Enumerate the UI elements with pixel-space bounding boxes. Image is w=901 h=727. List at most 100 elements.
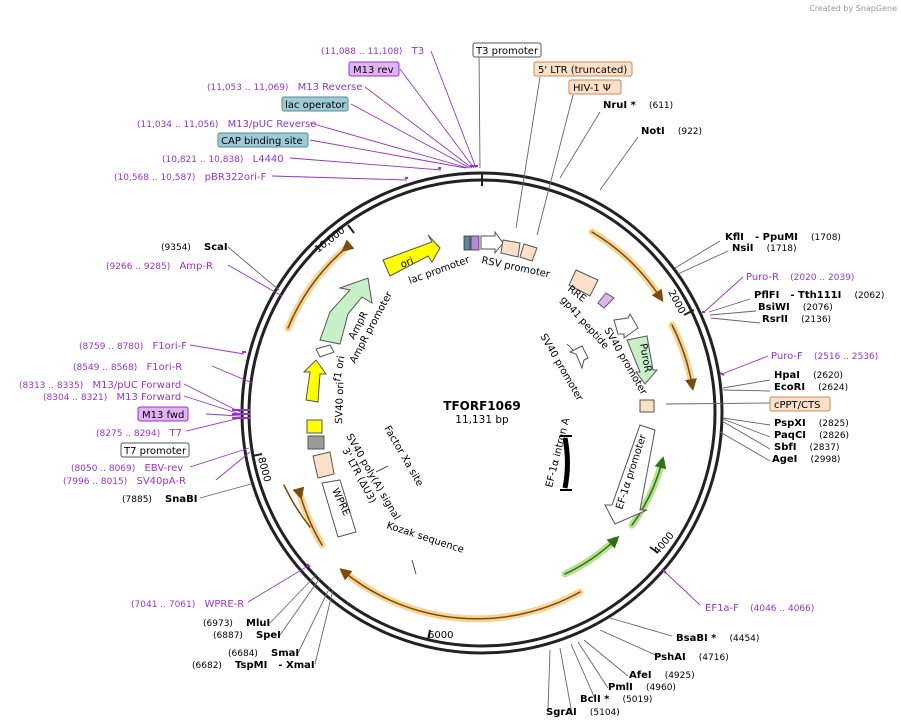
enzyme-scai-pos: (9354) (161, 243, 191, 253)
primer-wpre-r-range: (7041 .. 7061) (131, 600, 195, 610)
m13rev-text: M13 rev (353, 65, 394, 76)
enzyme-nrui-name: NruI * (603, 100, 637, 111)
enzyme-sgrai[interactable]: SgrAI (5104) (546, 700, 620, 719)
f1ori-label: f1 ori (332, 355, 347, 383)
ef1a-intron-arc (562, 437, 570, 489)
t7-promoter-box[interactable] (120, 442, 190, 458)
enzyme-smai[interactable]: (6684) SmaI (228, 641, 299, 660)
enzyme-kfli-name: KflI (725, 232, 744, 243)
primer-f1ori-r[interactable]: (8549 .. 8568) F1ori-R (73, 362, 182, 373)
primer-l4440[interactable]: (10,821 .. 10,838) L4440 (162, 154, 284, 165)
ampr-promoter-arrow (315, 344, 335, 358)
tick-6000 (427, 629, 431, 641)
primer-f1ori-r-range: (8549 .. 8568) (73, 363, 137, 373)
boxed-labels: T3 promoter 5' LTR (truncated) HIV-1 Ψ M… (120, 42, 831, 458)
gp41-box (597, 292, 615, 309)
enzyme-nrui[interactable]: NruI * (611) (603, 93, 673, 112)
enzyme-hpai-pos: (2620) (813, 371, 843, 381)
enzyme-sgrai-pos: (5104) (590, 708, 620, 718)
lac-promoter-arrow (480, 230, 504, 255)
enzyme-paqci[interactable]: PaqCI (2826) (774, 423, 849, 442)
leader-lines-purple (183, 50, 769, 606)
primer-m13reverse-name: M13 Reverse (298, 82, 363, 93)
cppt-label-box[interactable] (769, 396, 831, 412)
primer-m13forward[interactable]: (8304 .. 8321) M13 Forward (43, 392, 181, 403)
enzyme-kfli-extra: - PpuMI (755, 232, 798, 243)
enzyme-spei[interactable]: (6887) SpeI (213, 623, 281, 642)
enzyme-pshai[interactable]: PshAI (4716) (654, 645, 729, 664)
enzyme-bcli[interactable]: BclI * (5019) (580, 687, 652, 706)
enzyme-nsii[interactable]: NsiI (1718) (732, 236, 797, 255)
tick-2000 (683, 309, 695, 316)
plasmid-size: 11,131 bp (455, 414, 509, 426)
enzyme-pmli[interactable]: PmlI (4960) (608, 675, 676, 694)
enzyme-snabi-name: SnaBI (165, 494, 197, 505)
lac-operator-label-box[interactable] (281, 96, 349, 112)
primer-t3[interactable]: (11,088 .. 11,108) T3 (321, 46, 424, 57)
primer-m13puc-rev[interactable]: (11,034 .. 11,056) M13/pUC Reverse (137, 119, 316, 130)
enzyme-pshai-name: PshAI (654, 652, 686, 663)
enzyme-ecori-pos: (2624) (818, 383, 848, 393)
primer-wpre-r[interactable]: (7041 .. 7061) WPRE-R (131, 599, 244, 610)
primer-wpre-r-name: WPRE-R (204, 599, 244, 610)
sv40-promoter-arrow (613, 312, 639, 339)
primer-sv40pa[interactable]: (7996 .. 8015) SV40pA-R (63, 476, 186, 487)
ltr5-box[interactable] (533, 61, 633, 77)
lac-operator-text: lac operator (285, 100, 346, 111)
wpre-box (321, 479, 357, 538)
m13fwd-box[interactable] (137, 406, 189, 422)
enzyme-hpai[interactable]: HpaI (2620) (774, 363, 843, 382)
enzyme-nrui-pos: (611) (649, 101, 673, 111)
primer-l4440-range: (10,821 .. 10,838) (162, 155, 243, 165)
primer-pbr322[interactable]: (10,568 .. 10,587) pBR322ori-F (114, 172, 267, 183)
enzyme-rsrii-name: RsrII (762, 314, 788, 325)
enzyme-tspmi[interactable]: (6682) TspMI - XmaI (192, 653, 315, 672)
primer-puro-f[interactable]: Puro-F (2516 .. 2536) (771, 351, 878, 362)
enzyme-snabi[interactable]: (7885) SnaBI (122, 487, 197, 506)
f1ori-arrow (302, 359, 327, 403)
enzyme-spei-name: SpeI (256, 630, 281, 641)
enzyme-pflfi[interactable]: PflFI - Tth111I (2062) (754, 283, 884, 302)
primer-m13reverse[interactable]: (11,053 .. 11,069) M13 Reverse (207, 82, 362, 93)
primer-pbr322-range: (10,568 .. 10,587) (114, 173, 195, 183)
enzyme-mlui[interactable]: (6973) MluI (203, 611, 270, 630)
t7-promoter-text: T7 promoter (123, 446, 187, 457)
primer-t7[interactable]: (8275 .. 8294) T7 (96, 428, 182, 439)
enzyme-afei-name: AfeI (629, 670, 652, 681)
primer-ampr[interactable]: (9266 .. 9285) Amp-R (106, 261, 213, 272)
enzyme-bsabi-pos: (4454) (729, 634, 759, 644)
primer-m13puc-fwd[interactable]: (8313 .. 8335) M13/pUC Forward (19, 380, 181, 391)
enzyme-pmli-pos: (4960) (646, 683, 676, 693)
enzyme-bsabi[interactable]: BsaBI * (4454) (676, 626, 759, 645)
hiv-box[interactable] (568, 79, 622, 95)
enzyme-bcli-name: BclI * (580, 694, 610, 705)
primer-f1ori-f[interactable]: (8759 .. 8780) F1ori-F (79, 341, 187, 352)
primer-ef1a-f[interactable]: EF1a-F (4046 .. 4066) (705, 603, 814, 614)
primer-ebv[interactable]: (8050 .. 8069) EBV-rev (71, 463, 183, 474)
enzyme-kfli[interactable]: KflI - PpuMI (1708) (725, 225, 841, 244)
primer-puro-r[interactable]: Puro-R (2020 .. 2039) (746, 272, 854, 283)
enzyme-agei[interactable]: AgeI (2998) (772, 447, 840, 466)
primer-t3-range: (11,088 .. 11,108) (321, 47, 402, 57)
primer-puro-r-name: Puro-R (746, 272, 779, 283)
enzyme-afei[interactable]: AfeI (4925) (629, 663, 695, 682)
enzyme-rsrii[interactable]: RsrII (2136) (762, 307, 831, 326)
t3-promoter-box[interactable] (472, 42, 542, 58)
enzyme-scai[interactable]: (9354) ScaI (161, 235, 228, 254)
rsv-promoter-box (500, 239, 521, 258)
primer-m13puc-rev-range: (11,034 .. 11,056) (137, 120, 218, 130)
enzyme-ecori[interactable]: EcoRI (2624) (774, 375, 848, 394)
enzyme-noti[interactable]: NotI (922) (641, 119, 702, 138)
enzyme-tspmi-extra: - XmaI (278, 660, 314, 671)
enzyme-bsiwi[interactable]: BsiWI (2076) (758, 295, 833, 314)
enzyme-sbfi[interactable]: SbfI (2837) (774, 435, 839, 454)
enzyme-bsiwi-pos: (2076) (803, 303, 833, 313)
primer-f1ori-r-name: F1ori-R (146, 362, 182, 373)
rre-box (568, 269, 599, 297)
enzyme-smai-pos: (6684) (228, 649, 258, 659)
enzyme-pmli-name: PmlI (608, 682, 633, 693)
m13rev-box[interactable] (348, 61, 400, 77)
enzyme-pspxi[interactable]: PspXI (2825) (774, 411, 849, 430)
cap-box[interactable] (217, 132, 309, 148)
